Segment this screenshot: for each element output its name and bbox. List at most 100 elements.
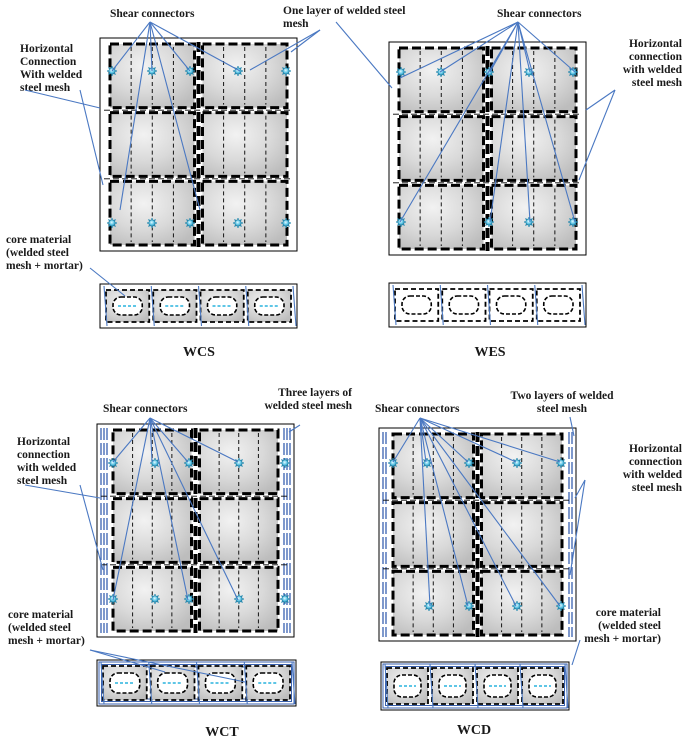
welded-mesh-label-line: welded steel mesh — [264, 400, 352, 412]
section-connector — [581, 284, 586, 326]
leader-line — [439, 21, 519, 73]
shear-connector-icon — [280, 458, 290, 468]
leader-line — [578, 89, 616, 181]
leader-line — [149, 21, 241, 72]
horizontal-connection-label-line: steel mesh — [632, 482, 683, 494]
leader-line — [249, 29, 321, 71]
section-core — [542, 295, 574, 315]
section-core — [393, 674, 422, 698]
leader-line — [24, 484, 101, 499]
shear-connector-icon — [108, 458, 118, 468]
horizontal-connection-label-line: steel mesh — [20, 82, 71, 94]
core-material-label-line: (welded steel — [6, 247, 69, 259]
panel-title: WCD — [457, 723, 491, 738]
shear-connectors-label: Shear connectors — [497, 8, 582, 20]
core-material-label-line: core material — [6, 234, 71, 246]
shear-connector-icon — [484, 217, 494, 227]
welded-mesh-label-line: Two layers of welded — [511, 390, 615, 402]
block-mesh-outline — [397, 115, 485, 182]
block-mesh-outline — [480, 501, 564, 568]
block-mesh-outline — [108, 111, 196, 178]
shear-connector-icon — [396, 67, 406, 77]
leader-line — [149, 417, 189, 601]
leader-line — [569, 479, 586, 576]
shear-connector-icon — [281, 218, 291, 228]
shear-connector-icon — [280, 594, 290, 604]
panel-title: WCT — [205, 725, 239, 740]
core-material-label-line: mesh + mortar) — [6, 260, 83, 272]
section-connector — [292, 285, 297, 327]
horizontal-connection-label-line: Horizontal — [629, 443, 682, 455]
section-core — [438, 674, 467, 698]
shear-connectors-label-line: Shear connectors — [375, 403, 460, 415]
section-core — [109, 672, 141, 694]
section-connector — [474, 663, 479, 709]
block-mesh-outline — [108, 179, 196, 247]
horizontal-connection-label-line: With welded — [20, 69, 83, 81]
horizontal-connection-label-line: connection — [629, 456, 683, 468]
shear-connector-icon — [396, 217, 406, 227]
horizontal-connection-label-line: with welded — [623, 64, 683, 76]
leader-line — [517, 21, 576, 73]
leader-line — [24, 89, 101, 109]
horizontal-connection-label-line: Connection — [20, 56, 77, 68]
block-mesh-outline — [490, 115, 578, 182]
section-connector — [486, 284, 492, 326]
leader-line — [569, 416, 575, 437]
core-material-label-line: mesh + mortar) — [8, 635, 85, 647]
leader-line — [79, 89, 104, 186]
horizontal-connection-label-line: steel mesh — [632, 77, 683, 89]
section-core — [448, 295, 480, 315]
block-mesh-outline — [490, 46, 578, 114]
section-connector — [103, 285, 108, 327]
shear-connector-icon — [422, 458, 432, 468]
section-connector — [534, 284, 539, 326]
panel-title: WES — [474, 345, 505, 360]
leader-line — [112, 417, 151, 601]
leader-line — [517, 21, 576, 223]
shear-connector-icon — [568, 67, 578, 77]
section-core — [401, 295, 433, 315]
leader-line — [419, 417, 561, 607]
leader-line — [419, 417, 517, 607]
block-mesh-outline — [198, 497, 280, 564]
leader-line — [399, 21, 519, 223]
horizontal-connection-label-line: with welded — [623, 469, 683, 481]
leader-line — [419, 417, 431, 607]
section-core — [156, 672, 189, 694]
horizontal-connection-label-line: connection — [629, 51, 683, 63]
leader-line — [79, 484, 104, 571]
shear-connectors-label: Shear connectors — [110, 8, 195, 20]
leader-line — [419, 417, 469, 607]
section-connector — [243, 661, 248, 705]
section-connector — [245, 285, 250, 327]
section-connector — [392, 284, 397, 326]
block-mesh-outline — [198, 428, 280, 496]
leader-line — [149, 21, 191, 72]
block-mesh-outline — [391, 569, 475, 637]
leader-line — [419, 417, 469, 463]
shear-connectors-label-line: Shear connectors — [110, 8, 195, 20]
horizontal-connection-label-line: with welded — [17, 462, 77, 474]
leader-line — [149, 417, 239, 601]
section-connector — [564, 663, 569, 709]
block-mesh-outline — [111, 497, 193, 564]
leader-line — [111, 21, 151, 72]
section-core — [159, 296, 191, 316]
shear-connector-icon — [464, 601, 474, 611]
section-connector — [439, 284, 444, 326]
section-core — [253, 296, 285, 316]
section-core — [495, 295, 527, 315]
leader-line — [149, 417, 189, 463]
section-connector — [100, 661, 105, 705]
